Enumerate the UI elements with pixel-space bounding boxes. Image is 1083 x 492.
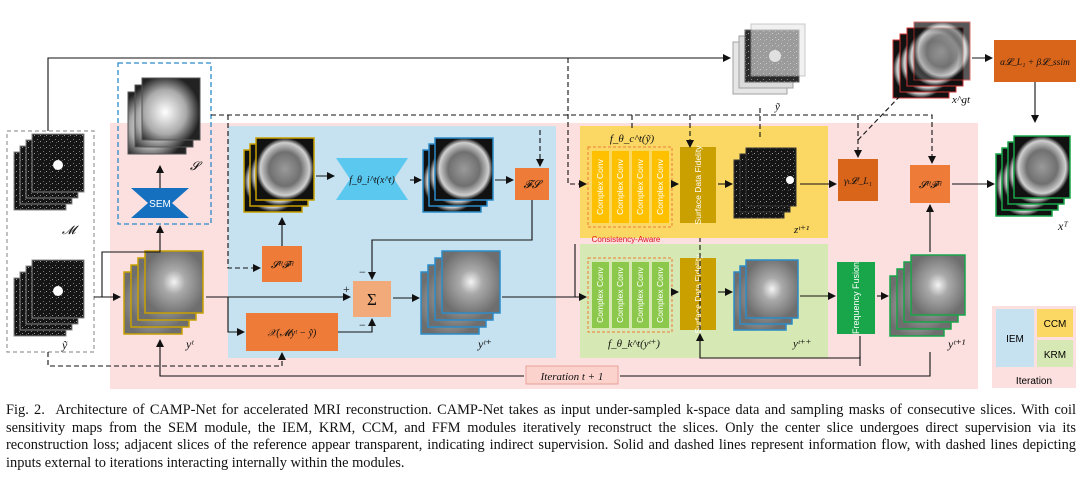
ccm-conv-group xyxy=(587,146,673,228)
camp-net-architecture-diagram: 𝓜 ỹ 𝓢 SEM yᵗ f_θ_i^t(x^t) xyxy=(6,21,1076,389)
kspace-input-stack xyxy=(13,259,85,337)
shfh-label: 𝓢ᴴ𝓕ᴴ xyxy=(271,260,295,271)
figure-number: Fig. 2. xyxy=(6,402,45,418)
xgt-stack xyxy=(892,21,971,99)
frequency-fusion-label: Frequency Fusion xyxy=(851,262,861,334)
iteration-box xyxy=(525,365,619,385)
shfh-right-block xyxy=(910,165,950,203)
shfh-right-label: 𝓢ᴴ𝓕ᴴ xyxy=(919,180,943,191)
shfh-block xyxy=(262,246,302,282)
legend-title: Iteration xyxy=(1016,376,1052,387)
zt1-label: zᵗ⁺¹ xyxy=(793,224,809,236)
input-group-box xyxy=(6,130,95,353)
iteration-label: Iteration t + 1 xyxy=(540,371,604,383)
data-consistency-block xyxy=(246,313,338,351)
consistency-aware-label: Consistency-Aware xyxy=(592,235,661,244)
yt1-stack xyxy=(889,254,966,337)
yt-plusplus-label: yᵗ⁺⁺ xyxy=(792,338,812,350)
krm-conv-1: Complex Conv xyxy=(595,266,605,322)
ccm-conv-1: Complex Conv xyxy=(595,158,605,214)
sum-label: Σ xyxy=(367,290,377,309)
gamma-loss-block xyxy=(838,159,878,201)
krm-title: f_θ_k^t(yᵗ⁺) xyxy=(608,338,660,350)
ccm-fidelity-label: Surface Data Fidelity xyxy=(693,145,703,225)
ccm-title: f_θ_c^t(ỹ) xyxy=(610,133,655,145)
fs-block xyxy=(515,168,549,200)
ccm-conv-2: Complex Conv xyxy=(615,158,625,214)
legend-ccm-label: CCM xyxy=(1044,319,1067,330)
mask-stack xyxy=(13,133,85,211)
loss-block xyxy=(994,40,1076,82)
iem-output-image-stack xyxy=(422,137,494,213)
yt-plus-stack xyxy=(420,250,501,335)
ccm-conv-blocks: Complex Conv Complex Conv Complex Conv C… xyxy=(592,151,669,223)
gamma-loss-label: γₜ𝓛ᵗ_L₁ xyxy=(844,177,872,187)
krm-conv-4: Complex Conv xyxy=(655,266,665,322)
figure-caption: Fig. 2. Architecture of CAMP-Net for acc… xyxy=(6,402,1076,472)
sensitivity-maps-stack xyxy=(127,77,201,155)
ccm-conv-3: Complex Conv xyxy=(635,158,645,214)
yt-plusplus-stack xyxy=(733,259,799,331)
sem-block: SEM xyxy=(131,188,189,218)
xgt-label: x^gt xyxy=(951,94,971,106)
minus-top: − xyxy=(359,265,366,279)
ytilde-top-stack xyxy=(732,23,806,95)
ccm-conv-4: Complex Conv xyxy=(655,158,665,214)
sum-block xyxy=(353,281,391,317)
krm-fidelity-label: Surface Data Fidelity xyxy=(693,254,703,334)
yt-stack xyxy=(123,250,204,335)
zt1-stack xyxy=(733,147,797,219)
minus-bottom: − xyxy=(359,318,366,332)
iem-input-image-stack xyxy=(243,137,315,213)
sem-group-box xyxy=(117,62,212,225)
dashed-connectors xyxy=(47,58,936,367)
yt-plus-label: yᵗ⁺ xyxy=(477,337,492,351)
sem-label: SEM xyxy=(149,199,171,210)
image-network-label: f_θ_i^t(x^t) xyxy=(349,175,395,186)
legend-krm-label: KRM xyxy=(1044,350,1066,361)
krm-conv-2: Complex Conv xyxy=(615,266,625,322)
caption-text: Architecture of CAMP-Net for accelerated… xyxy=(6,402,1077,471)
kspace-input-label: ỹ xyxy=(61,338,68,352)
frequency-fusion-block xyxy=(837,262,875,334)
yt-label: yᵗ xyxy=(185,337,194,351)
ytilde-top-label: ỹ xyxy=(774,101,781,113)
image-network-block: f_θ_i^t(x^t) xyxy=(336,158,408,200)
legend-iem-label: IEM xyxy=(1006,334,1024,345)
legend-ccm-swatch xyxy=(1037,309,1073,337)
ccm-fidelity-block xyxy=(680,147,716,223)
legend-iem-swatch xyxy=(996,309,1034,367)
solid-connectors xyxy=(47,54,1039,377)
xT-label: xᵀ xyxy=(1057,219,1068,233)
data-consistency-label: 𝒳(𝓜yᵗ − ỹ) xyxy=(268,328,317,339)
legend-krm-swatch xyxy=(1037,340,1073,367)
loss-label: α𝓛_L₁ + β𝓛_ssim xyxy=(1000,58,1070,68)
plus-sign: + xyxy=(343,282,350,296)
fs-label: 𝓕𝓢 xyxy=(524,179,544,191)
yt1-label: yᵗ⁺¹ xyxy=(947,337,966,351)
krm-conv-3: Complex Conv xyxy=(635,266,645,322)
mask-label: 𝓜 xyxy=(62,223,79,237)
krm-fidelity-block xyxy=(680,258,716,330)
xT-stack xyxy=(995,135,1071,217)
krm-conv-blocks: Complex Conv Complex Conv Complex Conv C… xyxy=(592,262,669,328)
